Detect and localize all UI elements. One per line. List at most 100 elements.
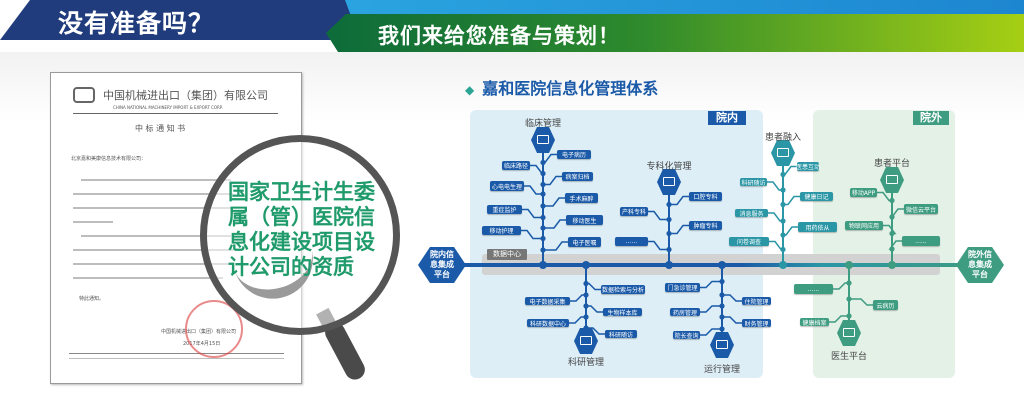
module-box[interactable]: 重症监护 <box>487 205 522 214</box>
module-box[interactable]: 微信云平台 <box>904 204 938 214</box>
module-box[interactable]: 科研随访 <box>605 330 637 339</box>
trunk-node <box>583 303 589 309</box>
text-line <box>73 263 233 265</box>
item-connector <box>829 315 849 323</box>
module-box[interactable]: 健康档案 <box>800 318 829 327</box>
item-connector <box>783 195 800 206</box>
group-monitor-icon <box>574 328 598 354</box>
item-connector <box>700 328 722 336</box>
module-box[interactable]: 病案归档 <box>562 172 593 181</box>
item-connector <box>700 305 722 313</box>
trunk-node <box>666 201 672 208</box>
trunk-node <box>719 314 725 320</box>
item-connector <box>543 197 565 207</box>
module-box[interactable]: 口腔专科 <box>689 192 722 201</box>
trunk-node <box>540 170 546 177</box>
text-line <box>73 193 233 195</box>
outer-integration-platform[interactable]: 院外信息集成平台 <box>956 247 1004 283</box>
doc-company-en: CHINA NATIONAL MACHINERY IMPORT & EXPORT… <box>113 105 223 110</box>
module-box[interactable]: ...... <box>794 284 833 294</box>
company-logo-icon <box>73 87 95 103</box>
trunk-node <box>583 280 589 287</box>
item-connector <box>767 181 783 191</box>
item-connector <box>700 280 722 289</box>
trunk-node <box>780 201 786 208</box>
item-connector <box>722 316 742 324</box>
item-connector <box>569 316 586 324</box>
module-box[interactable]: ...... <box>615 237 648 246</box>
module-box[interactable]: 健康日记 <box>800 192 833 201</box>
trunk-node <box>583 314 589 320</box>
item-connector <box>648 210 669 221</box>
module-box[interactable]: 院长查询 <box>673 331 700 340</box>
trunk-node <box>780 232 786 238</box>
module-box[interactable]: 物联网应用 <box>845 221 883 230</box>
module-box[interactable]: 电子病历 <box>557 150 591 159</box>
group-label: 运行管理 <box>703 365 741 375</box>
trunk-node <box>540 214 546 221</box>
module-box[interactable]: 临床路径 <box>502 161 530 170</box>
module-box[interactable]: 肿瘤专科 <box>689 221 722 230</box>
item-connector <box>669 224 689 235</box>
diagram-title: ◆嘉和医院信息化管理体系 <box>465 75 658 99</box>
bus-node <box>845 261 853 269</box>
group-label: 临床管理 <box>524 119 562 129</box>
trunk-node <box>780 218 786 224</box>
module-box[interactable]: 数据检索与分析 <box>601 285 645 294</box>
module-box[interactable]: 用药依从 <box>798 222 837 232</box>
trunk-node <box>540 203 546 209</box>
inner-integration-platform[interactable]: 院内信息集成平台 <box>418 247 466 283</box>
module-box[interactable]: 药房管理 <box>670 308 700 317</box>
trunk-node <box>889 197 895 204</box>
divider <box>73 113 278 114</box>
module-box[interactable]: 产科专科 <box>620 207 648 216</box>
data-center-label: 数据中心 <box>487 249 527 260</box>
item-connector <box>522 208 543 219</box>
right-banner-title: 我们来给您准备与策划！ <box>378 24 620 48</box>
left-banner <box>0 0 360 40</box>
trunk-node <box>719 326 725 332</box>
trunk-node <box>540 225 546 231</box>
module-box[interactable]: 财务管理 <box>742 319 771 328</box>
module-box[interactable]: 手术麻醉 <box>565 193 598 203</box>
module-box[interactable]: 科研数据中心 <box>527 319 569 328</box>
module-box[interactable]: 医患互动 <box>796 162 821 171</box>
module-box[interactable]: 科研随访 <box>740 178 767 187</box>
item-connector <box>722 294 742 302</box>
trunk-node <box>780 187 786 193</box>
module-box[interactable]: 门急诊管理 <box>665 283 700 292</box>
module-box[interactable]: 问卷调查 <box>729 237 769 246</box>
text-line <box>73 207 233 209</box>
trunk-node <box>719 278 725 285</box>
trunk-node <box>889 230 895 237</box>
trunk-node <box>666 246 672 253</box>
item-connector <box>543 219 566 229</box>
module-box[interactable]: 云病历 <box>873 300 898 310</box>
bus-node <box>665 261 673 269</box>
module-box[interactable]: 消息服务 <box>735 209 768 218</box>
module-box[interactable]: 电子医嘱 <box>568 237 601 247</box>
module-box[interactable]: 移动护理 <box>482 226 521 235</box>
module-box[interactable]: ...... <box>902 236 940 246</box>
module-box[interactable]: 电子数据采集 <box>525 297 570 306</box>
bus-node <box>888 261 896 269</box>
item-connector <box>669 195 689 206</box>
module-box[interactable]: 移动医生 <box>566 215 603 225</box>
module-box[interactable]: 生物样本库 <box>603 308 642 317</box>
item-connector <box>521 229 543 240</box>
module-box[interactable]: 住院管理 <box>742 297 771 306</box>
item-connector <box>543 241 568 251</box>
group-monitor-icon <box>837 320 861 346</box>
trunk-node <box>889 246 895 252</box>
module-box[interactable]: 心电电生理 <box>490 181 524 191</box>
trunk-node <box>540 181 546 188</box>
diamond-icon: ◆ <box>465 83 475 97</box>
module-box[interactable]: 移动APP <box>850 188 877 197</box>
trunk-node <box>846 296 852 302</box>
qualification-text: 国家卫生计生委属（管）医院信息化建设项目设计公司的资质 <box>228 180 375 279</box>
item-connector <box>648 240 669 251</box>
item-connector <box>849 298 873 306</box>
trunk-node <box>540 191 546 197</box>
header-stripe <box>340 0 1024 15</box>
